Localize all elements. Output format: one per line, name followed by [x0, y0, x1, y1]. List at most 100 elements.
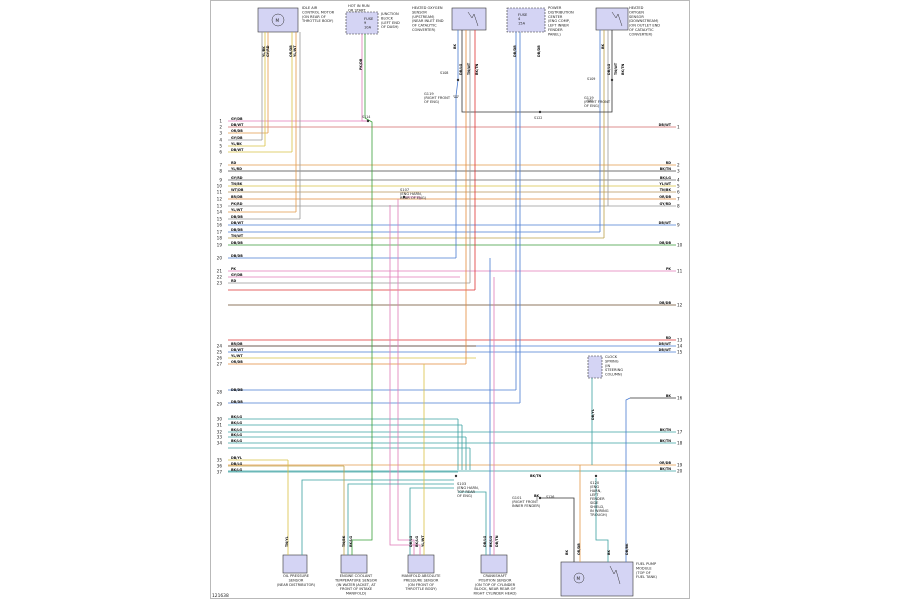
pdc-label-line: LEFT INNER [548, 24, 569, 28]
right-wire-label-6: TN/BK [660, 188, 672, 192]
bottom-wire-label-map-a: DB/LG [409, 535, 413, 547]
splice-s107-line: (ENG HARN, [400, 192, 422, 196]
right-wire-label-3: BK/TN [660, 167, 672, 171]
left-pin-37: 37 [217, 470, 223, 475]
clock-spring-label-line: (IN [605, 364, 610, 368]
right-wire-label-15: DB/WT [659, 348, 672, 352]
splice-s103-line: S103 [457, 482, 466, 486]
left-wire-label-16: DB/WT [231, 221, 244, 225]
left-pin-10: 10 [217, 184, 223, 189]
top-wire-label-ho2s2-c: TN/WT [614, 62, 618, 75]
splice-s120-line: HARN, [590, 489, 602, 493]
left-wire-label-28: DB/DB [231, 388, 243, 392]
left-wire-label-9: GY/RD [231, 176, 243, 180]
left-wire-label-17: DB/DB [231, 228, 243, 232]
right-wire-label-16: BK [666, 394, 672, 398]
left-wire-label-29: DB/DB [231, 400, 243, 404]
top-wire-label-ho2s2-d: BK/TN [621, 63, 625, 75]
map-label-line: PRESSURE SENSOR [404, 578, 439, 582]
pdc-label-line: (ENG COMP, [548, 19, 570, 23]
right-pin-9: 9 [677, 223, 680, 228]
ho2s-downstream-label-line: (DOWNSTREAM) [629, 19, 659, 23]
idle-air-label-line: IDLE AIR [302, 6, 318, 10]
splice-s126: S126 [546, 495, 554, 499]
ground-g119-right-line: G119 [584, 96, 594, 100]
svg-text:M: M [276, 18, 280, 23]
left-wire-label-25: DB/WT [231, 348, 244, 352]
left-pin-34: 34 [217, 441, 223, 446]
ground-g119-left-line: G119 [424, 92, 434, 96]
ho2s-upstream-label-line: OF CATALYTIC [412, 24, 437, 28]
clock-spring-label-line: COLUMN) [605, 373, 623, 377]
ect-label-line: MANIFOLD) [346, 592, 367, 596]
fuel-pump-label-line: (TOP OF [636, 571, 651, 575]
map-label-line: MANIFOLD ABSOLUTE [401, 574, 441, 578]
left-pin-2: 2 [219, 125, 222, 130]
right-wire-label-2: RD [666, 161, 672, 165]
left-pin-7: 7 [219, 163, 222, 168]
right-pin-15: 15 [677, 350, 683, 355]
fuse-9-label-line: FUSE [364, 17, 374, 21]
top-wire-label-ho2s-a: BK [453, 43, 457, 49]
right-pin-18: 18 [677, 441, 683, 446]
fuel-pump-label-line: MODULE [636, 566, 652, 570]
splice-s122: S122 [534, 116, 542, 120]
splice-s120-line: SIDE [590, 501, 599, 505]
left-pin-5: 5 [219, 144, 222, 149]
splice-s103-line: TOP REAR [456, 490, 476, 494]
left-pin-12: 12 [217, 197, 223, 202]
left-pin-21: 21 [217, 269, 223, 274]
pdc-label-line: CENTER [548, 15, 563, 19]
left-pin-31: 31 [217, 423, 223, 428]
bottom-wire-label-ect-a: TN/BK [342, 535, 346, 547]
map-label-line: (ON FRONT OF [408, 583, 434, 587]
ho2s-downstream-label-line: OF CATALYTIC [629, 28, 654, 32]
right-wire-label-1: DB/WT [659, 123, 672, 127]
left-wire-label-22: GY/DB [231, 273, 243, 277]
left-pin-36: 36 [217, 464, 223, 469]
fuse-4-label-line: 15A [518, 21, 526, 25]
ground-g119-left-line: (RIGHT FRONT [424, 96, 451, 100]
ect-label-line: FRONT OF INTAKE [340, 587, 373, 591]
left-wire-label-24: BR/DB [231, 342, 243, 346]
left-wire-label-23: RD [231, 279, 237, 283]
ho2s-upstream-label-line: HEATED OXYGEN [412, 6, 443, 10]
splice-s109: S109 [587, 77, 595, 81]
splice-s120-line: S120 [590, 481, 600, 485]
bottom-wire-label-fp-b: OR/DB [577, 543, 581, 555]
left-wire-label-32: BK/LG [231, 428, 242, 432]
junction-block-label-line: JUNCTION [380, 12, 399, 16]
right-wire-label-10: DB/DB [659, 241, 671, 245]
left-pin-27: 27 [217, 362, 223, 367]
splice-s120-line: LEFT [590, 493, 599, 497]
left-wire-label-19: DB/DB [231, 241, 243, 245]
left-wire-label-30: BK/LG [231, 415, 242, 419]
pdc-label-line: DISTRIBUTION [548, 10, 574, 14]
fuse-4-label-line: 4 [518, 17, 521, 21]
left-pin-18: 18 [217, 236, 223, 241]
left-pin-1: 1 [219, 119, 222, 124]
right-pin-7: 7 [677, 197, 680, 202]
misc-wire-s120: BK/TN [530, 474, 542, 478]
idle-air-label-line: CONTROL MOTOR [302, 10, 335, 14]
splice-s120-line: SHIELD, [590, 505, 604, 509]
left-wire-label-15: DB/DB [231, 215, 243, 219]
ground-g119-right-line: (RIGHT FRONT [584, 100, 611, 104]
left-wire-label-7: RD [231, 161, 237, 165]
ckp-label-line: (ON TOP OF CYLINDER [475, 583, 516, 587]
left-wire-label-5: YL/BK [230, 142, 242, 146]
left-pin-25: 25 [217, 350, 223, 355]
right-wire-label-13: RD [666, 336, 672, 340]
right-pin-3: 3 [677, 169, 680, 174]
junction-block-label-line: (LEFT END [381, 21, 400, 25]
splice-s108: S108 [440, 71, 448, 75]
svg-text:M: M [577, 576, 581, 581]
engine-coolant-temperature-sensor [340, 554, 368, 574]
splice-s120-line: FENDER [590, 497, 605, 501]
right-pin-5: 5 [677, 184, 680, 189]
bottom-wire-label-op: TN/YL [285, 535, 289, 547]
idle-air-label-line: THROTTLE BODY) [301, 19, 334, 23]
left-pin-24: 24 [217, 344, 223, 349]
right-wire-label-5: YL/WT [658, 182, 671, 186]
ground-g101-line: (RIGHT FRONT [512, 500, 539, 504]
